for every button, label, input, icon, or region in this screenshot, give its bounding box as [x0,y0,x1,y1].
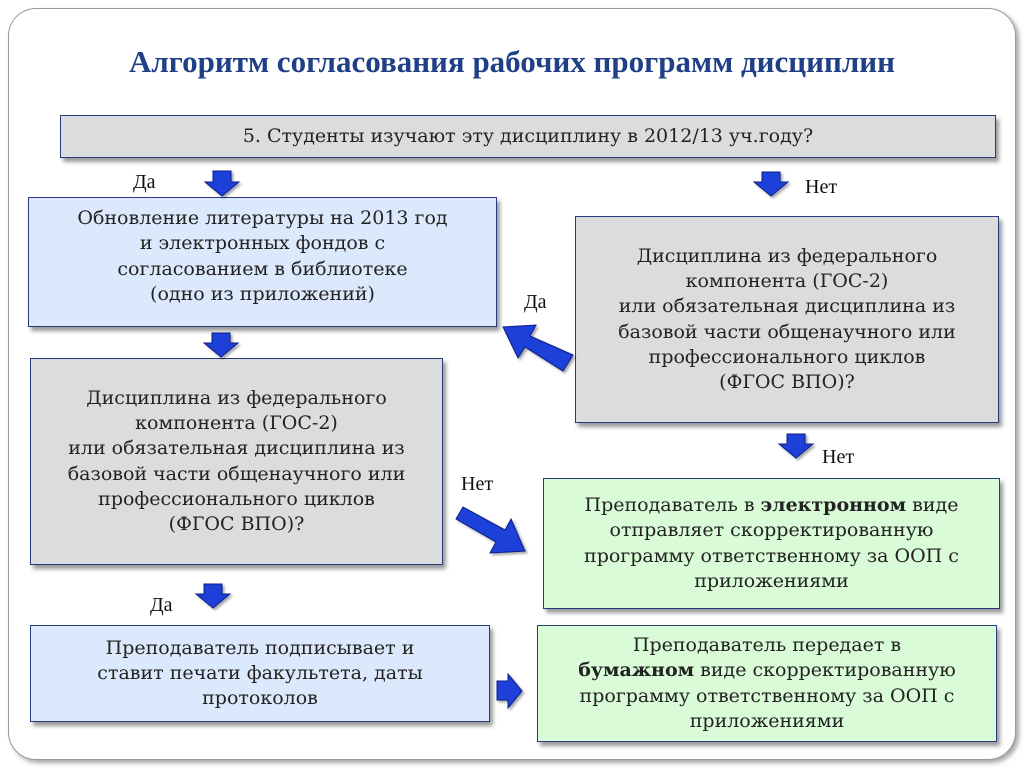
paper-submission-box: Преподаватель передает в бумажном виде с… [537,625,997,742]
sign-line: Преподаватель подписывает и [105,636,415,659]
electronic-line-1: Преподаватель в электронном виде [584,493,959,518]
no-label-left: Нет [461,473,494,495]
right-arrow-icon [496,672,523,710]
yes-label-top: Да [133,171,156,193]
yes-label-middle: Да [524,291,547,313]
federal-left-line: базовой части общенаучного или [67,462,406,485]
paper-line-2: бумажном виде скорректированную [578,658,956,683]
paper-bold: бумажном [578,659,695,682]
federal-discipline-box-left: Дисциплина из федерального компонента (Г… [30,358,443,565]
down-arrow-icon [777,433,815,459]
no-label-top: Нет [805,176,838,198]
down-arrow-icon [752,171,790,197]
sign-line: ставит печати факультета, даты [97,661,423,684]
federal-left-line: профессионального циклов [98,487,375,510]
federal-left-line: Дисциплина из федерального [86,386,387,409]
federal-discipline-box-right: Дисциплина из федерального компонента (Г… [575,216,999,423]
diagonal-arrow-icon [455,506,526,554]
question-5-text: 5. Студенты изучают эту дисциплину в 201… [242,124,814,147]
no-label-right: Нет [822,446,855,468]
paper-line: программу ответственному за ООП с [579,684,955,707]
update-line: (одно из приложений) [150,282,375,305]
federal-right-line: (ФГОС ВПО)? [719,371,855,394]
federal-right-line: профессионального циклов [648,345,926,368]
federal-left-line: (ФГОС ВПО)? [168,513,305,536]
federal-left-line: компонента (ГОС-2) [135,411,338,434]
update-line: согласованием в библиотеке [117,257,408,280]
paper-post: виде скорректированную [694,659,956,682]
down-arrow-icon [203,170,241,197]
federal-right-line: базовой части общенаучного или [618,320,956,343]
federal-right-line: Дисциплина из федерального [636,244,938,267]
electronic-line: программу ответственному за ООП с [584,544,959,567]
federal-left-line: или обязательная дисциплина из [68,437,405,460]
federal-right-line: компонента (ГОС-2) [685,269,889,292]
question-5-box: 5. Студенты изучают эту дисциплину в 201… [60,115,996,158]
electronic-line: приложениями [694,569,849,592]
diagonal-arrow-icon [502,324,574,372]
update-literature-box: Обновление литературы на 2013 год и элек… [28,197,497,327]
federal-right-line: или обязательная дисциплина из [618,295,956,318]
down-arrow-icon [202,332,240,358]
electronic-bold: электронном [760,493,907,516]
yes-label-bottom: Да [150,594,173,616]
paper-line-1: Преподаватель передает в [632,633,902,656]
electronic-post: виде [906,493,959,516]
electronic-pre: Преподаватель в [584,493,761,516]
sign-and-stamp-box: Преподаватель подписывает и ставит печат… [30,625,490,722]
page-title: Алгоритм согласования рабочих программ д… [129,44,895,79]
electronic-submission-box: Преподаватель в электронном виде отправл… [543,478,1000,609]
paper-line: приложениями [689,709,845,732]
update-line: Обновление литературы на 2013 год [77,207,448,229]
update-line: и электронных фондов с [139,232,386,255]
electronic-line: отправляет скорректированную [609,519,934,542]
sign-line: протоколов [202,687,318,710]
down-arrow-icon [194,583,232,609]
